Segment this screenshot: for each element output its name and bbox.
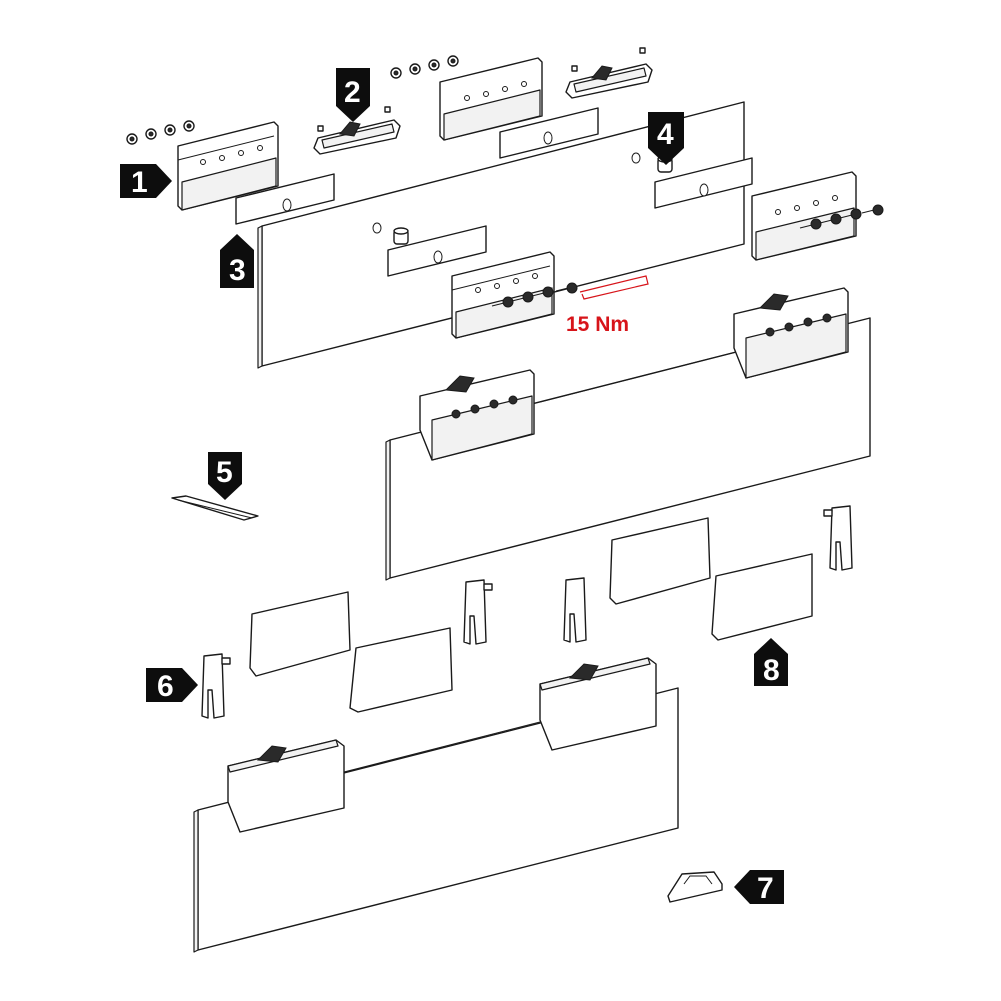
svg-text:5: 5 bbox=[216, 456, 233, 489]
nut-set bbox=[126, 120, 195, 145]
torque-label: 15 Nm bbox=[566, 313, 629, 336]
step-badge-7: 7 bbox=[734, 870, 784, 905]
svg-text:1: 1 bbox=[131, 166, 148, 199]
door-stopper bbox=[667, 871, 723, 903]
end-clip bbox=[563, 577, 587, 643]
hanger-fitting bbox=[419, 369, 535, 461]
screw-set bbox=[491, 282, 578, 308]
roller-carriage bbox=[565, 47, 653, 99]
cover-profile bbox=[609, 517, 711, 605]
svg-text:4: 4 bbox=[657, 118, 674, 151]
allen-key-icon bbox=[579, 275, 649, 300]
end-clip bbox=[823, 505, 853, 571]
gasket-strip bbox=[499, 107, 599, 159]
glass-panel-middle bbox=[385, 317, 871, 581]
step-badge-4: 4 bbox=[648, 112, 684, 165]
gasket-strip bbox=[235, 173, 335, 225]
step-badge-1: 1 bbox=[120, 164, 172, 199]
end-clip bbox=[463, 579, 493, 645]
gasket-strip bbox=[387, 225, 487, 277]
spacer-bar bbox=[171, 495, 259, 521]
gasket-strip bbox=[654, 157, 753, 209]
clamp-plate bbox=[451, 251, 555, 339]
cover-profile bbox=[711, 553, 813, 641]
step-badge-6: 6 bbox=[146, 668, 198, 703]
step-badge-2: 2 bbox=[336, 68, 370, 122]
cover-profile bbox=[249, 591, 351, 677]
cover-profile bbox=[349, 627, 453, 713]
screw-set bbox=[799, 204, 884, 230]
step-badge-8: 8 bbox=[754, 638, 788, 687]
svg-text:3: 3 bbox=[229, 254, 246, 287]
hanger-fitting bbox=[733, 287, 849, 379]
covered-fitting bbox=[227, 739, 345, 833]
step-badge-3: 3 bbox=[220, 234, 254, 288]
svg-text:7: 7 bbox=[757, 872, 774, 905]
glass-panel-bottom bbox=[193, 687, 679, 953]
clamp-plate bbox=[177, 121, 279, 211]
step-badge-5: 5 bbox=[208, 452, 242, 500]
svg-text:6: 6 bbox=[157, 670, 174, 703]
svg-text:2: 2 bbox=[344, 76, 361, 109]
pin bbox=[393, 227, 409, 245]
clamp-plate bbox=[439, 57, 543, 141]
roller-carriage bbox=[313, 106, 401, 155]
nut-set bbox=[390, 55, 459, 79]
svg-text:8: 8 bbox=[763, 654, 780, 687]
covered-fitting bbox=[539, 657, 657, 751]
end-clip bbox=[201, 653, 231, 719]
